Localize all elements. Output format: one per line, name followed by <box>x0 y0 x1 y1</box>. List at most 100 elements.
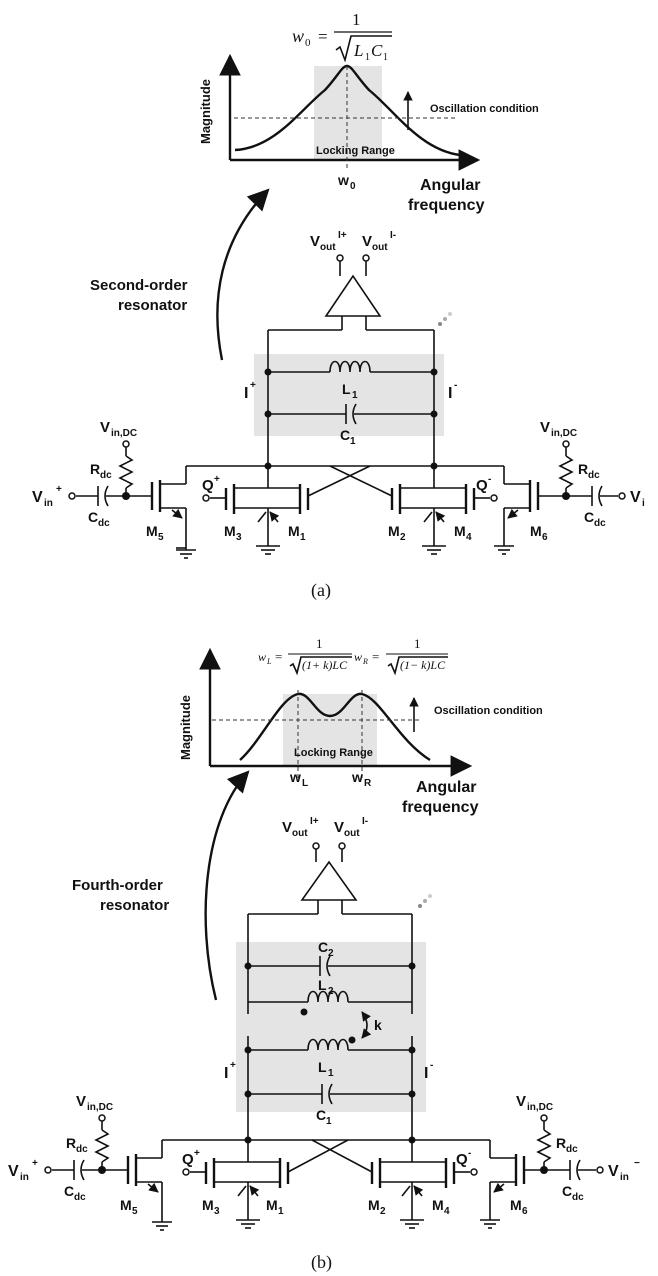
formula-wr: w R = 1 (1− k)LC <box>354 636 448 676</box>
svg-text:+: + <box>32 1158 38 1169</box>
formula-lhs: w <box>292 26 304 46</box>
locking-range-band-b <box>283 694 377 766</box>
svg-text:I+: I+ <box>310 816 319 827</box>
svg-text:R: R <box>362 657 368 666</box>
formula-den-c: C <box>371 41 383 60</box>
svg-text:C: C <box>340 427 350 443</box>
svg-text:Oscillation condition: Oscillation condition <box>434 705 543 717</box>
threshold-label: Oscillation condition <box>430 103 539 115</box>
svg-text:C: C <box>584 509 594 525</box>
svg-text:1: 1 <box>328 1068 334 1079</box>
svg-text:-: - <box>430 1060 433 1071</box>
tank-shade-b <box>236 942 426 1112</box>
output-terminals-b: V out I+ V out I- <box>282 816 368 862</box>
svg-text:R: R <box>66 1135 76 1151</box>
caption-b: (b) <box>311 1252 332 1273</box>
x-label-2: frequency <box>408 197 485 214</box>
svg-text:1: 1 <box>350 436 356 447</box>
svg-text:dc: dc <box>74 1192 86 1203</box>
svg-text:1: 1 <box>316 636 323 651</box>
svg-text:V: V <box>282 819 292 836</box>
svg-text:+: + <box>230 1060 236 1071</box>
svg-text:C: C <box>88 509 98 525</box>
svg-text:5: 5 <box>132 1206 138 1217</box>
svg-text:+: + <box>214 474 220 485</box>
svg-text:C: C <box>318 939 328 955</box>
vout-p-terminal <box>336 254 344 262</box>
formula-den-c-sub: 1 <box>383 52 388 63</box>
svg-text:6: 6 <box>522 1206 528 1217</box>
svg-text:4: 4 <box>444 1206 450 1217</box>
left-input-network-b: V in,DC R dc C dc V in + <box>8 1093 128 1203</box>
svg-text:Q: Q <box>476 477 488 494</box>
svg-text:M: M <box>510 1197 522 1213</box>
svg-text:1: 1 <box>326 1116 332 1127</box>
svg-text:dc: dc <box>566 1144 578 1155</box>
svg-text:R: R <box>364 778 372 789</box>
svg-text:in,DC: in,DC <box>87 1102 113 1113</box>
output-buffer <box>324 274 382 317</box>
svg-text:I: I <box>424 1065 428 1082</box>
svg-text:V: V <box>516 1093 526 1110</box>
svg-text:=: = <box>372 649 379 664</box>
center-w: w <box>337 172 349 188</box>
svg-text:out: out <box>292 828 308 839</box>
svg-text:R: R <box>556 1135 566 1151</box>
output-buffer-b <box>300 860 358 901</box>
svg-text:M: M <box>202 1197 214 1213</box>
svg-text:V: V <box>540 419 550 436</box>
svg-text:L: L <box>302 778 308 789</box>
svg-text:V: V <box>630 489 641 506</box>
svg-text:+: + <box>250 380 256 391</box>
resonator-arrow <box>216 188 270 361</box>
graph-a: Oscillation condition Locking Range Magn… <box>198 53 539 214</box>
svg-text:1: 1 <box>278 1206 284 1217</box>
svg-text:out: out <box>320 242 336 253</box>
svg-text:Locking Range: Locking Range <box>294 747 373 759</box>
formula-lhs-sub: 0 <box>305 37 311 49</box>
svg-text:R: R <box>578 461 588 477</box>
svg-text:C: C <box>316 1107 326 1123</box>
svg-text:M: M <box>266 1197 278 1213</box>
inductor-l2 <box>307 990 349 1003</box>
svg-text:L: L <box>318 1059 327 1075</box>
right-input-network-a: V in,DC R dc C dc V i <box>538 419 645 529</box>
svg-text:-: - <box>468 1148 471 1159</box>
y-label: Magnitude <box>198 79 213 144</box>
svg-text:in,DC: in,DC <box>111 428 137 439</box>
svg-text:C: C <box>64 1183 74 1199</box>
svg-text:(1+ k)LC: (1+ k)LC <box>302 658 348 672</box>
vout-m-terminal <box>362 254 370 262</box>
svg-text:R: R <box>90 461 100 477</box>
svg-text:in,DC: in,DC <box>527 1102 553 1113</box>
svg-text:w: w <box>351 769 363 785</box>
svg-text:M: M <box>368 1197 380 1213</box>
svg-text:2: 2 <box>380 1206 386 1217</box>
svg-text:M: M <box>146 523 158 539</box>
formula-num: 1 <box>352 10 361 29</box>
svg-text:2: 2 <box>328 986 334 997</box>
svg-text:M: M <box>454 523 466 539</box>
panel-a: w 0 = 1 L 1 C 1 Oscillation condition Lo… <box>32 10 645 601</box>
svg-text:Magnitude: Magnitude <box>178 695 193 760</box>
locking-range-band <box>314 66 382 161</box>
svg-text:1: 1 <box>352 390 358 401</box>
rdc-right <box>558 455 574 489</box>
svg-text:dc: dc <box>100 470 112 481</box>
formula-eq: = <box>318 27 328 46</box>
band-label: Locking Range <box>316 145 395 157</box>
svg-text:V: V <box>608 1163 619 1180</box>
svg-text:2: 2 <box>328 948 334 959</box>
svg-text:L: L <box>318 977 327 993</box>
svg-text:M: M <box>224 523 236 539</box>
svg-text:dc: dc <box>572 1192 584 1203</box>
svg-text:I-: I- <box>362 816 368 827</box>
svg-text:+: + <box>194 1148 200 1159</box>
dual-peak-curve <box>239 692 431 762</box>
left-input-network-a: V in,DC R dc C dc V in + <box>32 419 152 529</box>
svg-text:V: V <box>8 1163 19 1180</box>
svg-text:3: 3 <box>236 532 242 543</box>
svg-text:V: V <box>362 233 372 250</box>
svg-text:M: M <box>432 1197 444 1213</box>
